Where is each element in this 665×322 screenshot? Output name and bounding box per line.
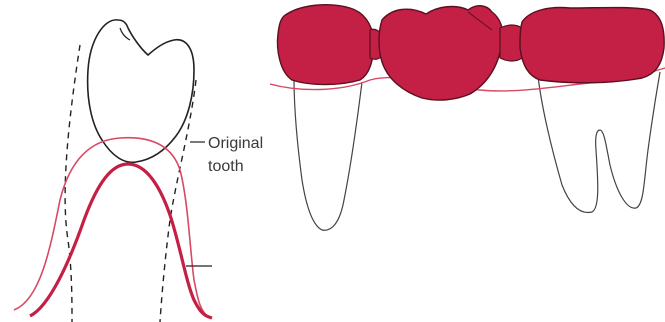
left-crown bbox=[278, 5, 374, 85]
right-abutment-roots bbox=[538, 72, 660, 213]
dental-bridge-diagram bbox=[270, 0, 665, 235]
outer-ridge-outline bbox=[14, 138, 210, 318]
tooth-cross-section-diagram: Original tooth bbox=[0, 0, 270, 322]
resorbed-ridge-outline bbox=[30, 164, 212, 318]
left-abutment-root bbox=[294, 78, 362, 230]
original-tooth-label-line2: tooth bbox=[208, 158, 244, 175]
original-root-left-dashed bbox=[65, 45, 80, 322]
original-tooth-label-line1: Original bbox=[208, 135, 263, 152]
right-crown bbox=[520, 8, 664, 83]
right-connector bbox=[500, 25, 522, 61]
pontic-crown bbox=[379, 6, 503, 100]
